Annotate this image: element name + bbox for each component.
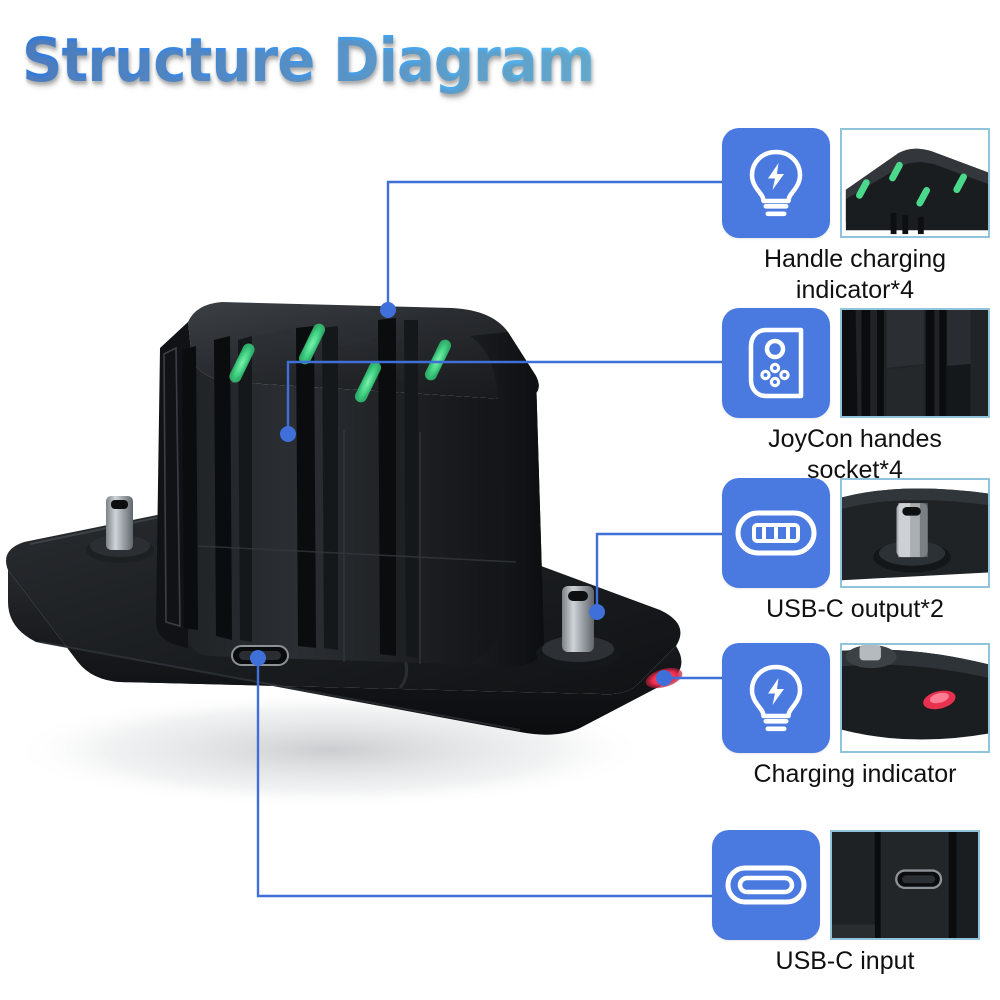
callout-label: JoyCon handes socket*4 bbox=[768, 425, 942, 484]
callout-label: Handle charging indicator*4 bbox=[763, 245, 947, 304]
bulb-bolt-icon bbox=[749, 149, 803, 217]
callout-joycon-handes-socket[interactable]: JoyCon handes socket*4 bbox=[710, 308, 1000, 486]
usb-c-output-plug-left bbox=[86, 496, 154, 563]
callout-label: Charging indicator bbox=[753, 760, 957, 788]
usb-c-port-icon-tile[interactable] bbox=[712, 830, 820, 940]
product-illustration bbox=[6, 302, 683, 808]
usb-c-port-thumbnail bbox=[830, 830, 980, 940]
usb-c-plug-thumbnail bbox=[840, 478, 990, 588]
callout-usb-c-input[interactable]: USB-C input bbox=[700, 830, 990, 977]
usb-c-plug-icon-tile[interactable] bbox=[722, 478, 830, 588]
usb-c-input-port bbox=[231, 645, 289, 666]
callout-handle-charging-indicator[interactable]: Handle charging indicator*4 bbox=[710, 128, 1000, 306]
bulb-bolt-icon-tile[interactable] bbox=[722, 128, 830, 238]
tower-panel-seams bbox=[197, 430, 517, 664]
joycon-controller-icon-tile[interactable] bbox=[722, 308, 830, 418]
bulb-bolt-icon-tile[interactable] bbox=[722, 643, 830, 753]
tower-front-face bbox=[188, 360, 544, 666]
dock-socket-slots-thumbnail bbox=[840, 308, 990, 418]
joycon-controller-icon bbox=[748, 327, 804, 399]
callout-label: USB-C input bbox=[775, 947, 915, 975]
dock-top-leds-thumbnail bbox=[840, 128, 990, 238]
usb-c-port-icon bbox=[725, 865, 807, 905]
callout-usb-c-output[interactable]: USB-C output*2 bbox=[710, 478, 1000, 625]
red-led-thumbnail bbox=[840, 643, 990, 753]
usb-c-plug-icon bbox=[735, 510, 817, 556]
joycon-socket-slots bbox=[163, 318, 418, 658]
page-title: Structure Diagram bbox=[22, 25, 595, 96]
callout-charging-indicator[interactable]: Charging indicator bbox=[710, 643, 1000, 790]
callout-label: USB-C output*2 bbox=[766, 595, 944, 623]
bulb-bolt-icon bbox=[749, 664, 803, 732]
